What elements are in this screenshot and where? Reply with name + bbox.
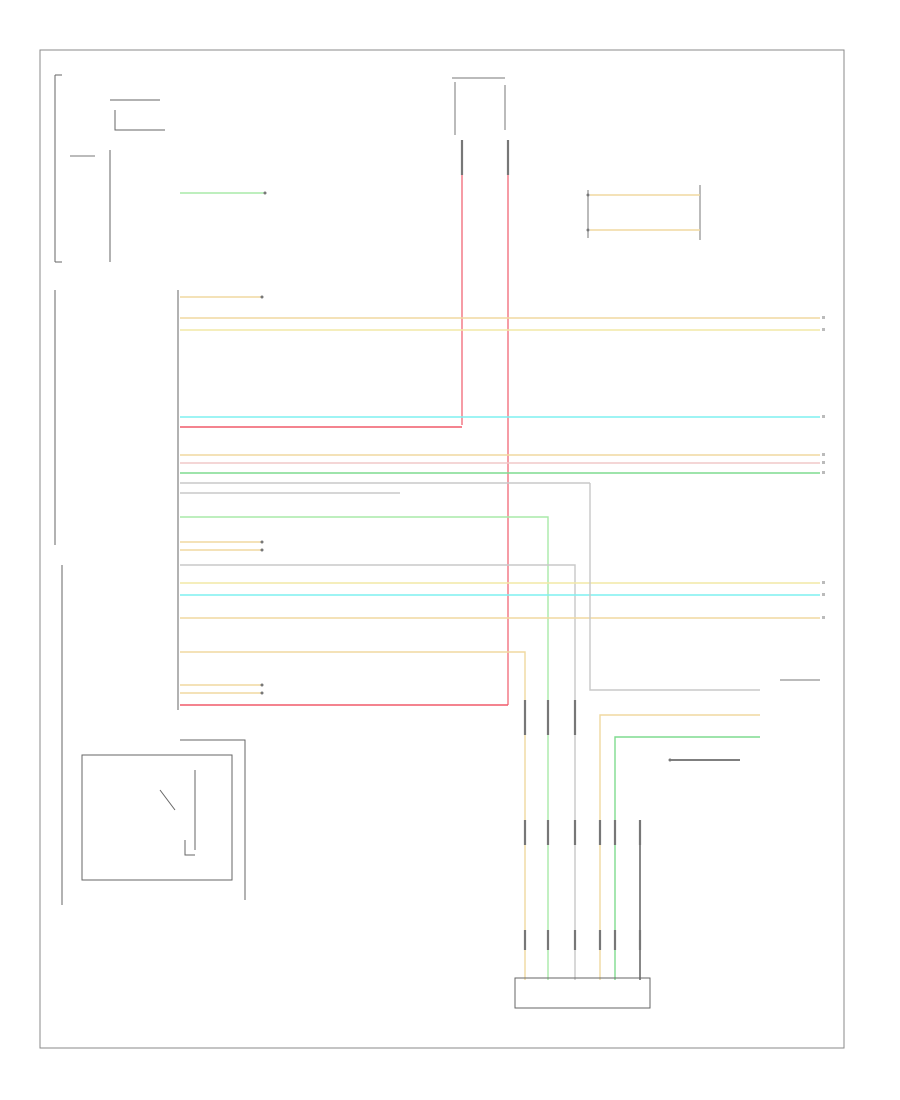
- brake-switch-module: [81, 739, 246, 900]
- connector-dots: [260, 191, 672, 762]
- wire-connectors: [523, 700, 642, 950]
- wire-red-vertical-connector: [460, 140, 510, 175]
- diagram-border: [39, 49, 845, 1049]
- top-junction-block: [452, 77, 506, 135]
- bottom-sensor-box: [514, 977, 651, 1009]
- instrument-cluster-module: [54, 74, 165, 263]
- right-terminals: [822, 316, 825, 619]
- cluster-pins: [70, 155, 265, 194]
- horizontal-wires: [180, 296, 820, 980]
- engine-control-module-bracket: [54, 290, 179, 905]
- upper-right-connector: [587, 185, 701, 240]
